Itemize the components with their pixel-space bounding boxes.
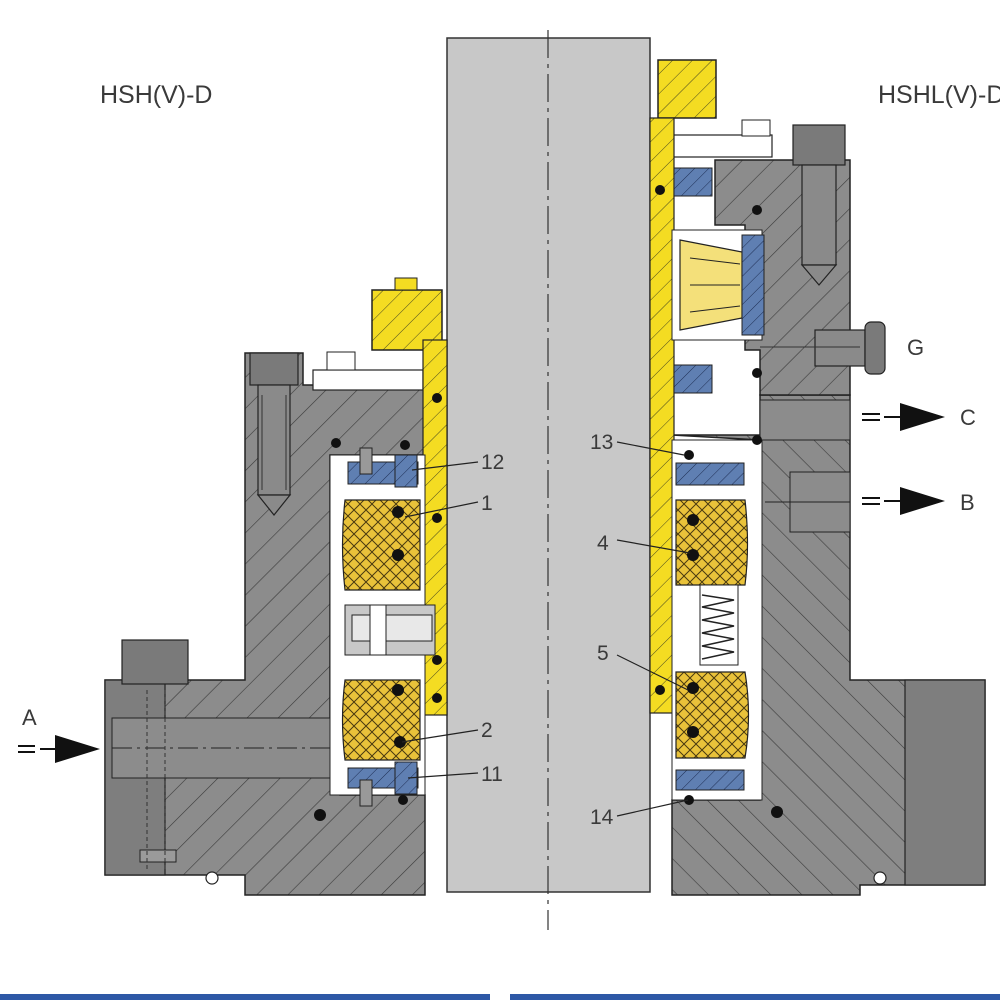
callout-4: 4 — [597, 532, 609, 555]
flow-arrow-c — [862, 403, 945, 431]
port-label-g: G — [907, 335, 924, 360]
left-seal-chamber — [314, 393, 442, 821]
bottom-bar-left — [0, 994, 490, 1000]
title-right: HSHL(V)-D — [878, 81, 1000, 109]
callout-13: 13 — [590, 431, 613, 454]
flow-arrow-b — [862, 487, 945, 515]
callout-5: 5 — [597, 642, 609, 665]
bottom-bar-right — [510, 994, 1000, 1000]
right-seal-chamber — [655, 185, 783, 818]
leader-lines — [401, 441, 691, 817]
callout-12: 12 — [481, 451, 504, 474]
port-label-b: B — [960, 490, 975, 515]
callout-11: 11 — [481, 763, 503, 786]
flow-arrow-a — [18, 735, 100, 763]
callout-14: 14 — [590, 806, 614, 829]
shaft — [446, 30, 651, 930]
title-left: HSH(V)-D — [100, 81, 213, 109]
part-14-seat-lower — [675, 769, 745, 791]
port-label-a: A — [22, 705, 37, 730]
callout-2: 2 — [481, 719, 493, 742]
callout-1: 1 — [481, 492, 493, 515]
bearing — [671, 167, 765, 394]
left-cap-screw — [249, 352, 299, 516]
port-label-c: C — [960, 405, 976, 430]
right-collar — [657, 59, 717, 119]
right-shaft-sleeve — [649, 117, 675, 714]
part-13-seat-upper — [675, 462, 745, 486]
left-housing — [104, 352, 426, 896]
